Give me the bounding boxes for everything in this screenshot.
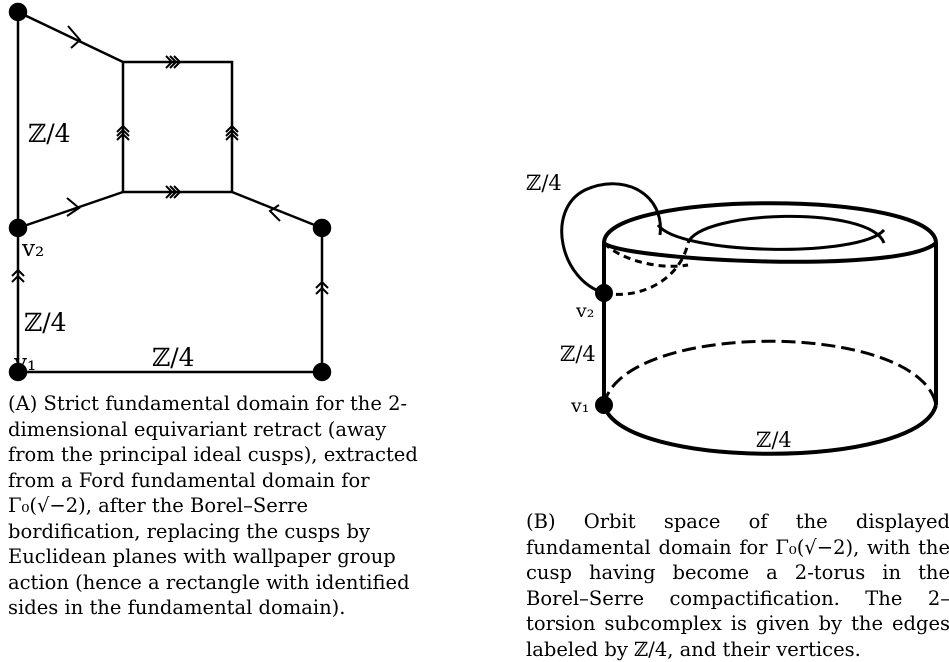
torus-inner-hole bbox=[686, 214, 886, 244]
label-a-bottom-edge: ℤ/4 bbox=[152, 343, 195, 372]
label-b-v1: v₁ bbox=[570, 395, 589, 417]
vertex-top bbox=[8, 2, 28, 22]
caption-b: (B) Orbit space of the displayed fundame… bbox=[526, 509, 949, 662]
caption-a: (A) Strict fundamental domain for the 2-… bbox=[8, 391, 438, 621]
vertex-right-bottom bbox=[312, 362, 332, 382]
caption-a-tag: (A) bbox=[8, 392, 38, 415]
caption-b-text: Orbit space of the displayed fundamental… bbox=[526, 510, 949, 661]
figure-a bbox=[8, 2, 332, 382]
figure-b bbox=[560, 182, 938, 456]
loop-curve bbox=[560, 182, 662, 295]
label-b-v2: v₂ bbox=[575, 300, 594, 322]
label-b-loop: ℤ/4 bbox=[526, 171, 562, 195]
vertex-b-v2 bbox=[595, 284, 613, 302]
edge-right-slant bbox=[231, 190, 323, 230]
caption-b-tag: (B) bbox=[526, 510, 556, 533]
label-a-v2: v₂ bbox=[21, 236, 44, 262]
vertex-v2 bbox=[8, 218, 28, 238]
vertex-b-v1 bbox=[595, 396, 613, 414]
label-a-left-edge: ℤ/4 bbox=[28, 119, 71, 148]
loop-dashed bbox=[603, 242, 690, 296]
base-front bbox=[602, 404, 938, 456]
label-b-side-edge: ℤ/4 bbox=[560, 342, 596, 366]
base-back bbox=[602, 339, 938, 406]
torus-top-outer-back bbox=[602, 201, 938, 244]
torus-top-outer-front bbox=[602, 241, 938, 264]
label-a-v1: v₁ bbox=[13, 350, 36, 376]
label-a-lower-edge: ℤ/4 bbox=[24, 308, 67, 337]
top-dashed bbox=[602, 241, 689, 268]
vertex-right-top bbox=[312, 218, 332, 238]
edge-top-slant bbox=[17, 10, 124, 64]
caption-a-text: Strict fundamental domain for the 2-dime… bbox=[8, 392, 418, 619]
edge-mid-slant bbox=[17, 190, 124, 230]
torus-inner-front bbox=[656, 223, 886, 251]
arrow-marks bbox=[11, 25, 329, 295]
label-b-bottom-edge: ℤ/4 bbox=[756, 428, 792, 452]
cusp-rectangle bbox=[121, 60, 234, 194]
vertex-v1 bbox=[8, 362, 28, 382]
